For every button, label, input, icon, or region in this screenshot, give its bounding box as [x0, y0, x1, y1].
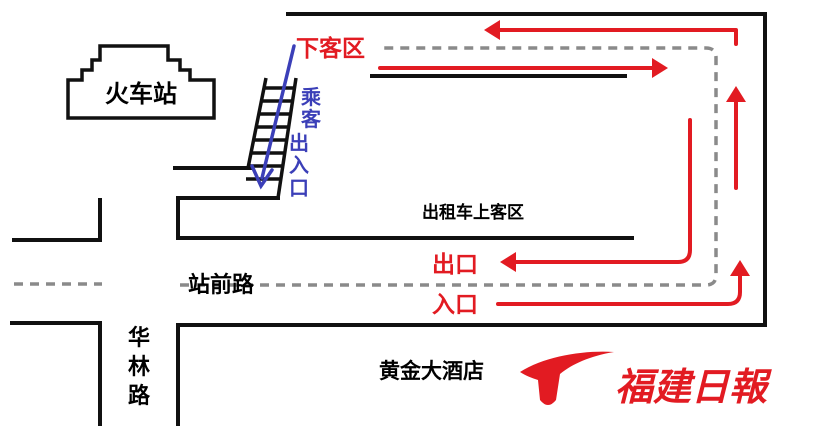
taxi-pickup-label: 出租车上客区 [422, 202, 524, 223]
svg-text:福建日報: 福建日報 [615, 365, 772, 409]
brand-wordmark: 福建日報 [615, 365, 772, 409]
hualin-road-label: 华 林 路 [128, 325, 151, 409]
station-label: 火车站 [105, 80, 177, 108]
svg-text:客: 客 [300, 107, 322, 131]
zhanqian-road-label: 站前路 [188, 272, 255, 298]
station-building [66, 44, 216, 120]
center-lines [14, 46, 718, 287]
staircase [246, 77, 298, 199]
svg-text:路: 路 [128, 383, 151, 409]
svg-text:出: 出 [289, 131, 309, 155]
roads [10, 12, 767, 426]
passenger-arrow [250, 44, 296, 190]
dropoff-zone-label: 下客区 [296, 35, 365, 62]
passenger-exit-label: 乘 客 出 入 口 [289, 85, 322, 200]
exit-label: 出口 [432, 252, 478, 278]
svg-text:林: 林 [128, 355, 150, 380]
svg-text:华: 华 [128, 325, 150, 351]
svg-text:乘: 乘 [300, 85, 322, 109]
entrance-label: 入口 [432, 292, 478, 318]
brand-logo [520, 351, 614, 405]
traffic-arrows [378, 20, 750, 306]
svg-text:入: 入 [289, 153, 309, 177]
svg-text:口: 口 [289, 176, 309, 200]
hotel-label: 黄金大酒店 [379, 359, 484, 383]
